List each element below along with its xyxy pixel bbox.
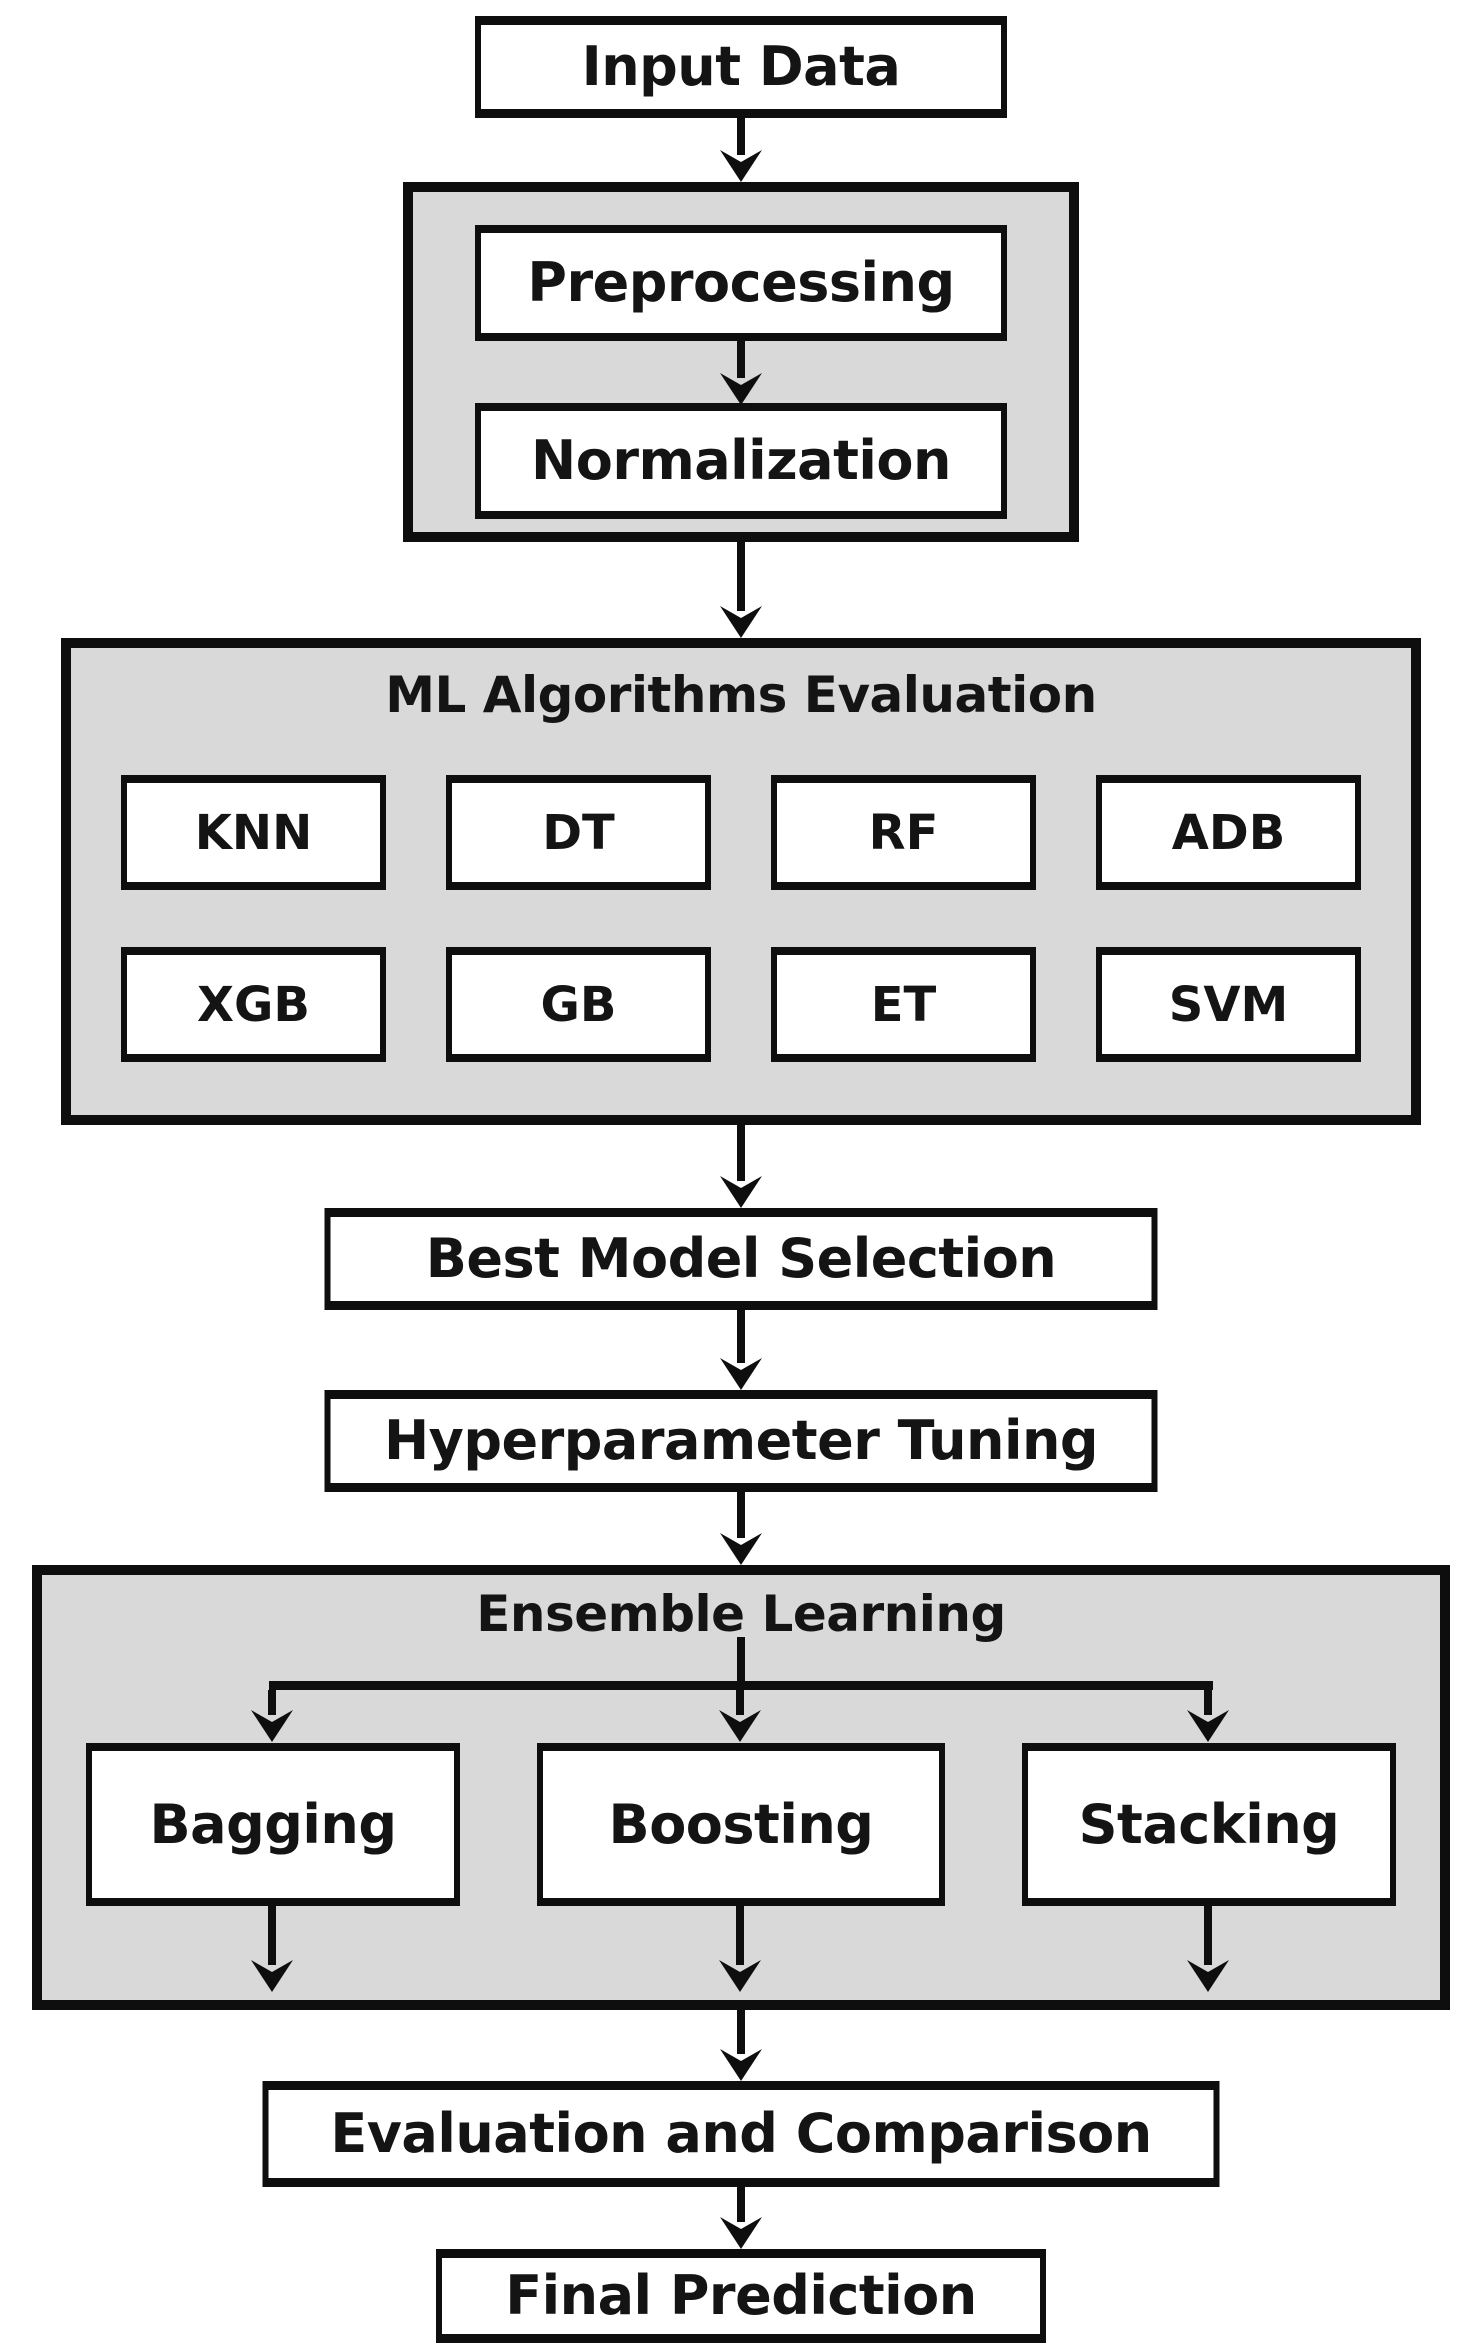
- arrow-down: [250, 1906, 294, 1992]
- node-algorithm-adb-label: ADB: [1171, 804, 1286, 861]
- arrowhead-icon: [720, 1176, 762, 1208]
- arrow-down: [719, 1310, 763, 1390]
- arrowhead-icon: [719, 1960, 761, 1992]
- node-hyperparameter-tuning: Hyperparameter Tuning: [324, 1390, 1158, 1492]
- arrow-shaft: [737, 2187, 745, 2222]
- arrow-shaft: [737, 542, 745, 611]
- arrow-shaft: [1204, 1690, 1212, 1715]
- node-algorithm-dt-label: DT: [542, 804, 615, 861]
- node-boosting-label: Boosting: [608, 1792, 874, 1856]
- arrow-shaft: [737, 341, 745, 378]
- node-algorithm-svm: SVM: [1096, 947, 1361, 1062]
- arrow-down: [719, 542, 763, 638]
- node-algorithm-rf-label: RF: [868, 804, 939, 861]
- arrowhead-icon: [720, 606, 762, 638]
- connector-horizontal-line: [269, 1681, 1213, 1690]
- arrow-shaft: [737, 1492, 745, 1538]
- arrow-down: [719, 1125, 763, 1208]
- arrow-down: [719, 1492, 763, 1565]
- arrowhead-icon: [251, 1960, 293, 1992]
- node-algorithm-svm-label: SVM: [1168, 976, 1289, 1033]
- group-ensemble-title: Ensemble Learning: [476, 1585, 1006, 1643]
- arrow-down: [719, 341, 763, 405]
- arrow-down: [718, 1690, 762, 1742]
- node-algorithm-et: ET: [771, 947, 1036, 1062]
- group-ensemble-learning: Ensemble Learning Bagging Boosting Stack…: [32, 1565, 1450, 2010]
- arrowhead-icon: [720, 150, 762, 182]
- group-preprocessing: Preprocessing Normalization: [403, 182, 1079, 542]
- node-evaluation-and-comparison: Evaluation and Comparison: [262, 2081, 1220, 2187]
- node-algorithm-dt: DT: [446, 775, 711, 890]
- group-ml-algorithms-evaluation: ML Algorithms Evaluation KNN DT RF ADB X…: [61, 638, 1421, 1125]
- arrow-shaft: [268, 1690, 276, 1715]
- algorithm-row-1: KNN DT RF ADB: [71, 775, 1411, 890]
- node-preprocessing: Preprocessing: [475, 225, 1007, 341]
- arrowhead-icon: [720, 2217, 762, 2249]
- node-input-data-label: Input Data: [581, 35, 901, 98]
- group-ml-title: ML Algorithms Evaluation: [385, 666, 1097, 724]
- arrow-shaft: [737, 118, 745, 155]
- node-algorithm-gb-label: GB: [540, 976, 617, 1033]
- node-input-data: Input Data: [475, 16, 1007, 118]
- arrow-down: [1186, 1906, 1230, 1992]
- arrow-down: [719, 118, 763, 182]
- node-algorithm-knn: KNN: [121, 775, 386, 890]
- node-evaluation-and-comparison-label: Evaluation and Comparison: [330, 2102, 1152, 2165]
- arrow-down: [719, 2010, 763, 2081]
- arrowhead-icon: [1187, 1960, 1229, 1992]
- arrowhead-icon: [720, 1358, 762, 1390]
- arrow-down: [250, 1690, 294, 1742]
- node-boosting: Boosting: [537, 1743, 945, 1906]
- node-preprocessing-label: Preprocessing: [527, 251, 955, 314]
- arrowhead-icon: [720, 1533, 762, 1565]
- node-algorithm-rf: RF: [771, 775, 1036, 890]
- arrowhead-icon: [251, 1710, 293, 1742]
- node-algorithm-gb: GB: [446, 947, 711, 1062]
- node-final-prediction-label: Final Prediction: [505, 2264, 977, 2327]
- node-bagging: Bagging: [86, 1743, 460, 1906]
- arrow-shaft: [1204, 1906, 1212, 1965]
- arrowhead-icon: [720, 373, 762, 405]
- arrow-down: [1186, 1690, 1230, 1742]
- algorithm-row-2: XGB GB ET SVM: [71, 947, 1411, 1062]
- arrow-shaft: [268, 1906, 276, 1965]
- node-best-model-selection: Best Model Selection: [324, 1208, 1158, 1310]
- arrowhead-icon: [720, 2049, 762, 2081]
- node-stacking: Stacking: [1022, 1743, 1396, 1906]
- node-algorithm-adb: ADB: [1096, 775, 1361, 890]
- node-normalization: Normalization: [475, 403, 1007, 519]
- arrow-shaft: [736, 1690, 744, 1715]
- node-stacking-label: Stacking: [1078, 1792, 1340, 1856]
- arrow-shaft: [737, 1125, 745, 1181]
- arrow-shaft: [737, 2010, 745, 2054]
- node-algorithm-xgb-label: XGB: [197, 976, 310, 1033]
- arrow-shaft: [736, 1906, 744, 1965]
- arrow-shaft: [737, 1310, 745, 1363]
- node-bagging-label: Bagging: [149, 1792, 397, 1856]
- connector-vertical-line: [737, 1637, 745, 1681]
- arrow-down: [718, 1906, 762, 1992]
- arrowhead-icon: [1187, 1710, 1229, 1742]
- node-algorithm-knn-label: KNN: [194, 804, 313, 861]
- node-best-model-selection-label: Best Model Selection: [425, 1227, 1057, 1290]
- node-algorithm-et-label: ET: [870, 976, 937, 1033]
- node-normalization-label: Normalization: [531, 429, 951, 492]
- arrow-down: [719, 2187, 763, 2249]
- node-final-prediction: Final Prediction: [436, 2249, 1046, 2343]
- node-hyperparameter-tuning-label: Hyperparameter Tuning: [383, 1409, 1099, 1472]
- arrowhead-icon: [719, 1710, 761, 1742]
- node-algorithm-xgb: XGB: [121, 947, 386, 1062]
